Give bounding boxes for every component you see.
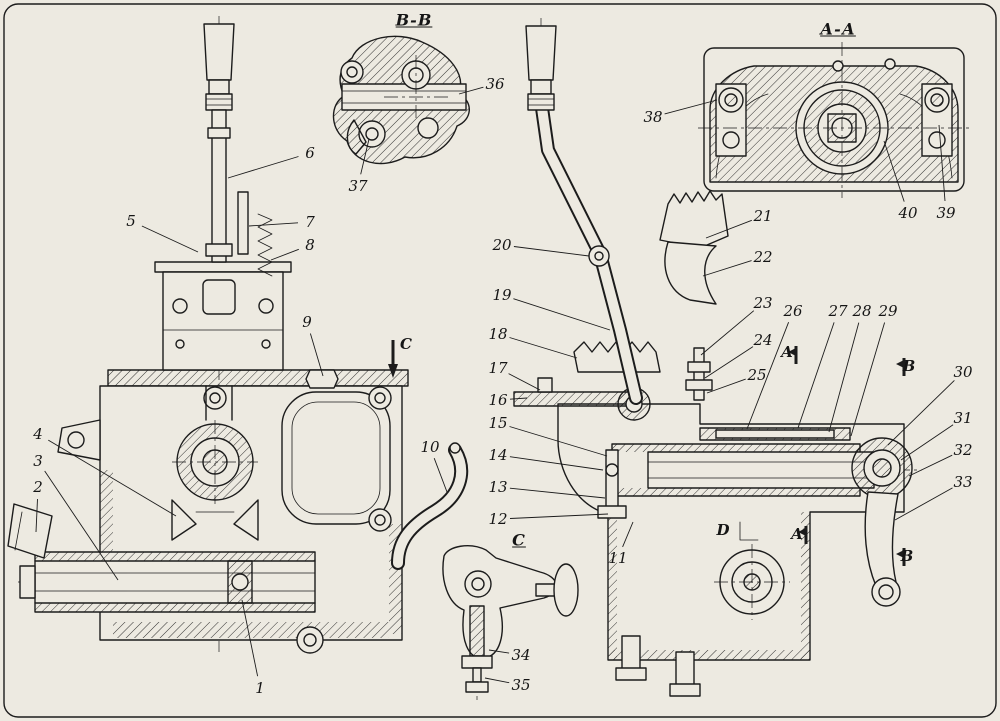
- section-bb-drawing: [332, 35, 470, 165]
- section-c-drawing: [442, 545, 579, 700]
- right-assembly-drawing: [513, 18, 922, 697]
- left-assembly-drawing: [7, 16, 469, 654]
- section-aa-drawing: [698, 42, 970, 198]
- drawing-frame: [3, 3, 997, 718]
